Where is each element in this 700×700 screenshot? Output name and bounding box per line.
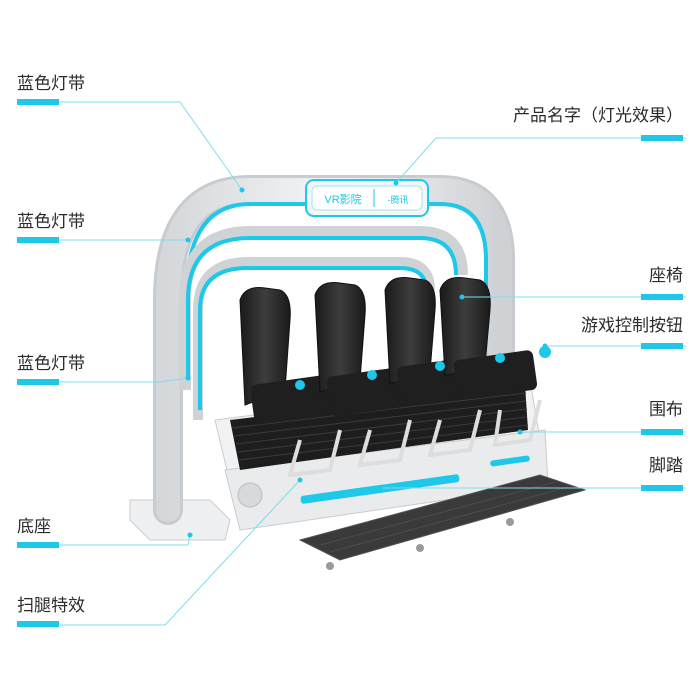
control-buttons xyxy=(295,346,551,390)
accent-bar-right-1 xyxy=(641,135,683,141)
seats xyxy=(239,277,538,425)
accent-bar-left-4 xyxy=(17,542,59,548)
accent-bar-left-2 xyxy=(17,237,59,243)
callout-label-right-3: 游戏控制按钮 xyxy=(581,316,683,336)
accent-bar-left-1 xyxy=(17,99,59,105)
callout-label-left-5: 扫腿特效 xyxy=(17,596,85,616)
callout-label-left-3: 蓝色灯带 xyxy=(17,354,85,374)
blue-light-strip-middle xyxy=(186,236,458,380)
accent-bar-left-5 xyxy=(17,621,59,627)
callout-label-right-4: 围布 xyxy=(649,400,683,420)
callout-label-right-2: 座椅 xyxy=(649,266,683,286)
accent-bar-right-2 xyxy=(641,294,683,300)
accent-bar-right-3 xyxy=(641,343,683,349)
accent-bar-right-4 xyxy=(641,429,683,435)
inner-arch xyxy=(193,257,435,420)
product-name-sign xyxy=(305,179,429,217)
callout-label-left-2: 蓝色灯带 xyxy=(17,212,85,232)
shroud-skirt xyxy=(230,385,529,470)
callout-label-left-4: 底座 xyxy=(17,517,51,537)
callout-label-right-1: 产品名字（灯光效果） xyxy=(513,106,683,126)
seat-1 xyxy=(239,287,334,425)
middle-arch xyxy=(179,226,468,390)
footrest xyxy=(298,474,587,570)
railing xyxy=(287,399,542,478)
leader-dots xyxy=(185,180,548,538)
sign-text-right: -腾讯 xyxy=(388,194,409,205)
callout-label-right-5: 脚踏 xyxy=(649,456,683,476)
seat-4 xyxy=(439,277,538,400)
seat-2 xyxy=(314,282,410,417)
callout-label-left-1: 蓝色灯带 xyxy=(17,74,85,94)
accent-bar-left-3 xyxy=(17,379,59,385)
sign-text-left: VR影院 xyxy=(324,192,361,206)
blue-light-strip-inner xyxy=(198,266,428,410)
accent-bar-right-5 xyxy=(641,485,683,491)
